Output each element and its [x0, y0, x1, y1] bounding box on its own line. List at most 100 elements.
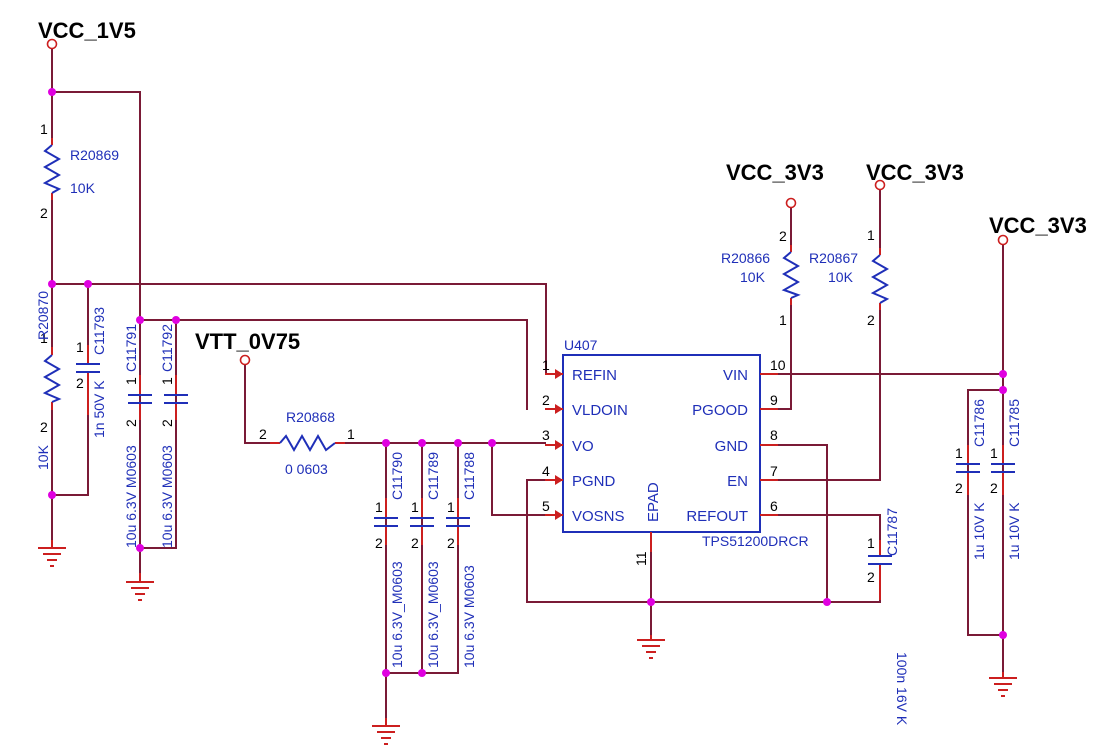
pin-number: 2 [40, 205, 48, 221]
pin-number: 1 [990, 445, 998, 461]
pin-number: 1 [76, 339, 84, 355]
pin-number: 1 [411, 499, 419, 515]
component-ref: R20869 [70, 147, 119, 163]
pin-number: 9 [770, 392, 778, 408]
pin-arrow-icon [555, 510, 563, 520]
pin-number: 2 [867, 569, 875, 585]
pin-number: 1 [40, 121, 48, 137]
pin-number: 2 [779, 228, 787, 244]
component-value: 1u 10V K [971, 502, 987, 560]
capacitor-icon [76, 363, 100, 373]
junction-dot [999, 386, 1007, 394]
component-ref: C11785 [1006, 399, 1022, 447]
pin-number: 2 [990, 480, 998, 496]
capacitor-c11790: 1 C11790 2 10u 6.3V_M0603 [374, 452, 405, 668]
net-vcc-3v3-vin: VCC_3V3 [989, 213, 1087, 246]
ic-ref: U407 [564, 337, 598, 353]
pin-number: 1 [867, 535, 875, 551]
pin-number: 1 [347, 426, 355, 442]
resistor-icon [42, 354, 62, 403]
component-ref: R20870 [35, 291, 51, 340]
resistor-r20866: 2 1 R20866 10K [721, 228, 801, 328]
power-terminal-icon [785, 197, 797, 209]
capacitor-icon [410, 517, 434, 527]
resistor-r20868: 2 1 R20868 0 0603 [259, 409, 355, 477]
ic-part-number: TPS51200DRCR [702, 533, 809, 549]
component-ref: C11788 [461, 452, 477, 500]
power-terminal-icon [874, 179, 886, 191]
resistor-r20869: 1 2 R20869 10K [40, 121, 119, 221]
wires [51, 49, 1004, 719]
ground-symbol-icon [38, 540, 66, 567]
pin-number: 5 [542, 498, 550, 514]
component-value: 1u 10V K [1006, 502, 1022, 560]
pin-arrow-icon [555, 369, 563, 379]
pin-number: 1 [159, 377, 175, 385]
capacitor-icon [446, 517, 470, 527]
pin-number: 2 [955, 480, 963, 496]
junction-dot [999, 370, 1007, 378]
component-ref: C11790 [389, 452, 405, 500]
component-ref: C11786 [971, 399, 987, 447]
pin-name: EPAD [645, 482, 662, 522]
capacitor-icon [164, 394, 188, 404]
resistor-icon [279, 433, 336, 453]
pin-number: 2 [76, 375, 84, 391]
capacitor-icon [956, 463, 980, 473]
junction-dot [48, 280, 56, 288]
capacitor-c11787: 1 C11787 2 100n 16V K [867, 508, 910, 726]
net-vcc-3v3-pgood: VCC_3V3 [726, 160, 824, 209]
component-value: 0 0603 [285, 461, 328, 477]
pin-arrow-icon [555, 404, 563, 414]
resistor-icon [42, 144, 62, 194]
capacitor-c11791: 1 C11791 2 10u 6.3V M0603 [123, 324, 152, 548]
component-value: 10u 6.3V M0603 [159, 445, 175, 548]
pin-name: VIN [723, 367, 748, 384]
component-value: 100n 16V K [894, 652, 910, 726]
pin-number: 2 [447, 535, 455, 551]
resistor-icon [781, 251, 801, 299]
net-label: VCC_3V3 [726, 160, 824, 185]
pin-number: 1 [955, 445, 963, 461]
pin-name: VOSNS [572, 508, 625, 525]
junction-dot [382, 439, 390, 447]
pin-number: 1 [542, 357, 550, 373]
junction-dot [382, 669, 390, 677]
junction-dot [999, 631, 1007, 639]
capacitor-icon [128, 394, 152, 404]
junction-dot [454, 439, 462, 447]
power-terminal-icon [997, 234, 1009, 246]
pin-number: 10 [770, 357, 786, 373]
junction-dot [823, 598, 831, 606]
junctions [48, 88, 1007, 677]
pin-number: 2 [411, 535, 419, 551]
pin-number: 1 [867, 227, 875, 243]
ic-u407: U407 TPS51200DRCR 1 2 3 4 5 REFIN VLDOIN… [542, 337, 809, 566]
pin-number: 1 [779, 312, 787, 328]
pin-number: 6 [770, 498, 778, 514]
component-ref: C11789 [425, 452, 441, 500]
capacitor-c11792: 1 C11792 2 10u 6.3V M0603 [159, 324, 188, 548]
component-value: 10K [35, 444, 51, 470]
pin-number: 2 [40, 419, 48, 435]
power-terminal-icon [46, 38, 58, 50]
junction-dot [48, 88, 56, 96]
pin-number: 2 [159, 419, 175, 427]
pin-number: 2 [375, 535, 383, 551]
pin-number: 2 [123, 419, 139, 427]
capacitor-icon [868, 555, 892, 565]
pin-name: PGND [572, 473, 616, 490]
net-vtt-0v75: VTT_0V75 [195, 329, 300, 366]
pin-number: 2 [867, 312, 875, 328]
component-value: 10u 6.3V_M0603 [389, 561, 405, 668]
ground-symbol-icon [372, 718, 400, 745]
ground-symbol-icon [126, 573, 154, 601]
component-value: 10u 6.3V M0603 [123, 445, 139, 548]
component-ref: C11793 [91, 307, 107, 355]
ground-symbol-icon [989, 672, 1017, 697]
junction-dot [418, 439, 426, 447]
net-label: VTT_0V75 [195, 329, 300, 354]
pin-number: 2 [542, 392, 550, 408]
net-label: VCC_3V3 [866, 160, 964, 185]
